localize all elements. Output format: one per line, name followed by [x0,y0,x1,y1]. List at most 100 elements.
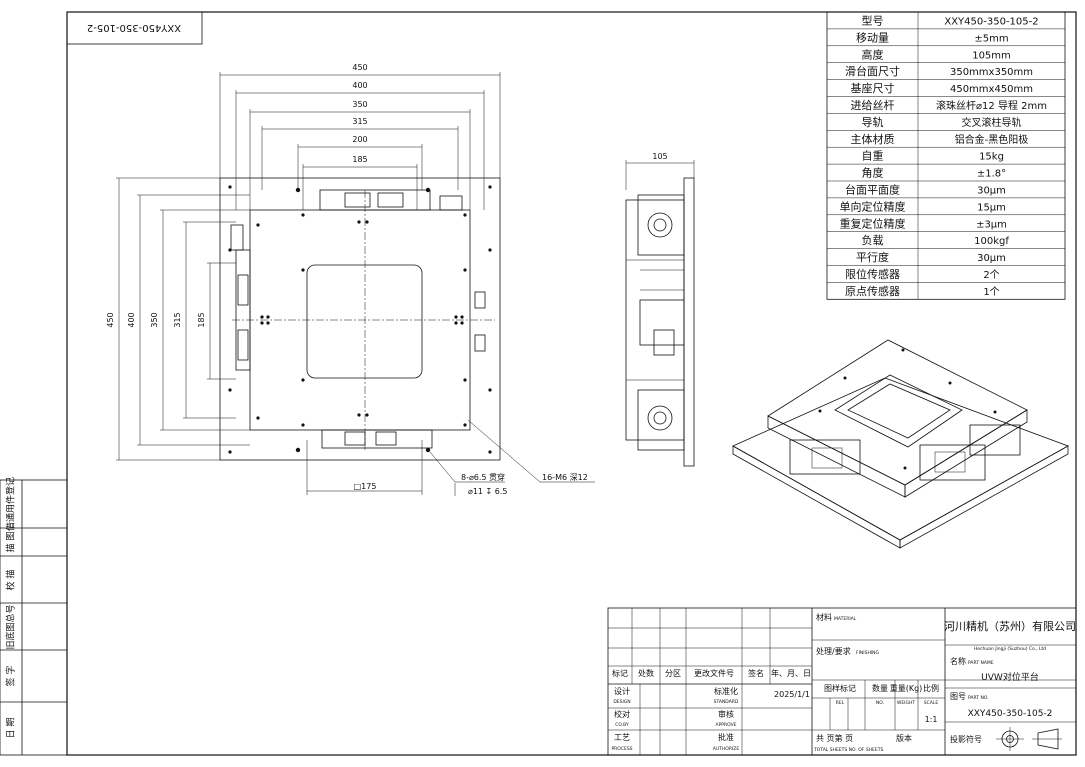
drawing-date: 2025/1/1 [774,690,810,699]
spec-value: XXY450-350-105-2 [944,17,1038,28]
sheets-label-en: TOTAL SHEETS NO. OF SHEETS [813,747,883,753]
spec-value: 30μm [977,186,1006,197]
side-label-3: 旧底图总号 [5,604,17,649]
side-view [625,160,695,467]
spec-label: 角度 [862,166,884,180]
side-label-0: 借通用件登记 [5,477,17,531]
approve-label-en: APPROVE [715,722,736,728]
dim-h105: 105 [652,152,667,161]
authorize-label-en: AUTHORIZE [713,746,740,752]
spec-label: 进给丝杆 [851,98,895,112]
side-label-2: 校 描 [5,570,17,591]
spec-table: 型号 XXY450-350-105-2 移动量 ±5mm 高度 105mm 滑台面尺寸 350… [826,11,1066,300]
dim-v350: 350 [150,312,159,327]
top-view: □175 [219,177,595,496]
spec-label: 平行度 [856,250,889,264]
projection-cone-icon [1037,728,1059,750]
part-name: UVW对位平台 [981,671,1039,683]
left-dimensions [116,177,250,461]
spec-label: 重复定位精度 [840,216,906,230]
spec-label: 主体材质 [851,132,895,146]
side-label-1: 描 图 [5,532,17,553]
isometric-view [732,339,1069,549]
rev-header-1: 处数 [638,668,654,678]
company-name-en: Hechuan Jingji (Suzhou) Co., Ltd [974,646,1046,652]
base-plate [219,177,501,461]
number-label-en: PART NO. [968,695,989,701]
title-block [607,607,1077,756]
dim-h350: 350 [352,100,367,109]
finishing-label: 处理/要求 [816,646,851,656]
name-label: 名称 [950,656,966,666]
projection-label: 投影符号 [950,734,982,744]
standard-label: 标准化 [714,686,738,696]
spec-value: ±5mm [974,33,1008,44]
top-dimensions [219,72,501,210]
spec-value: ±1.8° [977,169,1006,180]
spec-value: 1个 [983,286,999,298]
dim-h200: 200 [352,135,367,144]
spec-label: 自重 [862,149,884,163]
spec-value: 滚珠丝杆⌀12 导程 2mm [936,99,1047,112]
spec-label: 单向定位精度 [840,199,906,213]
part-number: XXY450-350-105-2 [968,709,1053,719]
dim-v185: 185 [197,312,206,327]
spec-label: 移动量 [856,31,889,44]
process-label-en: PROCESS [611,746,632,752]
weight-label: 重量(Kg) [890,683,923,693]
check-label: 校对 [614,709,630,719]
spec-label: 型号 [862,14,884,28]
mirrored-drawing-number: XXY450-350-105-2 [87,22,181,33]
check-label-en: CO.BY [615,722,629,728]
spec-label: 高度 [862,47,884,61]
rev-header-3: 更改文件号 [694,668,734,678]
rev-header-0: 标记 [612,668,628,678]
spec-label: 原点传感器 [845,285,900,298]
spec-value: 450mmx450mm [950,84,1033,95]
sample-mark-label: 图样标记 [824,683,856,693]
rev-header-5: 年、月、日 [771,668,811,678]
ratio-label: 比例 [923,683,939,693]
spec-value: 2个 [983,269,999,281]
spec-value: 105mm [972,50,1011,61]
standard-label-en: STANDARD [714,699,739,705]
thread-note: 16-M6 深12 [542,473,588,482]
spec-value: 15μm [977,202,1006,213]
approve-label: 审核 [718,709,734,719]
design-label-en: DESIGN [613,699,630,705]
quantity-label-en: NO. [876,700,884,706]
drawing-frame [66,11,1077,756]
spec-label: 滑台面尺寸 [845,64,900,78]
mirrored-number-box: XXY450-350-105-2 [66,11,203,45]
material-label-en: MATERIAL [834,616,857,622]
dim-v315: 315 [173,312,182,327]
spec-value: 100kgf [974,236,1009,247]
spec-value: ±3μm [976,219,1007,230]
dim-h315: 315 [352,117,367,126]
dim-v450: 450 [106,312,115,327]
sample-mark-label-en: REL [836,700,845,706]
dim-sq175: □175 [354,482,377,491]
company-name: 河川精机（苏州）有限公司 [944,619,1076,633]
spec-value: 350mmx350mm [950,67,1033,78]
quantity-label: 数量 [872,683,888,693]
material-label: 材料 [816,612,832,622]
rev-header-4: 签名 [748,668,764,678]
finishing-label-en: FINISHING [856,650,880,656]
weight-label-en: WEIGHT [897,700,915,706]
ratio-label-en: SCALE [924,700,939,706]
number-label: 图号 [950,692,966,701]
scale-value: 1:1 [925,715,938,724]
design-label: 设计 [614,686,630,696]
version-label: 版本 [896,733,912,743]
spec-label: 限位传感器 [845,267,900,281]
center-opening [306,264,423,379]
spec-label: 负载 [862,233,884,247]
spec-value: 30μm [977,253,1006,264]
spec-value: 铝合金-黑色阳极 [955,133,1029,146]
spec-value: 交叉滚柱导轨 [962,116,1022,129]
rev-header-2: 分区 [665,669,681,678]
dim-h400: 400 [352,81,367,90]
side-strip: 借通用件登记 描 图 校 描 旧底图总号 签 字 日 期 [0,477,68,756]
